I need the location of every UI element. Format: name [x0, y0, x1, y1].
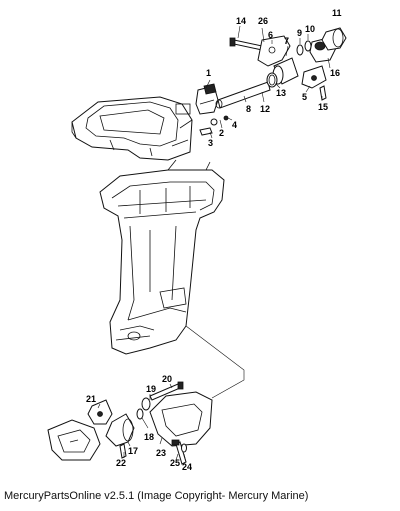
callout-17: 17 — [128, 446, 138, 456]
callout-21: 21 — [86, 394, 96, 404]
part-1-guide — [195, 83, 219, 115]
driveshaft-housing — [99, 159, 225, 355]
callout-13: 13 — [276, 88, 286, 98]
callout-15: 15 — [318, 102, 328, 112]
callout-18: 18 — [144, 432, 154, 442]
lower-bracket-assembly — [47, 381, 213, 465]
callout-26: 26 — [258, 16, 268, 26]
callout-22: 22 — [116, 458, 126, 468]
callout-20: 20 — [162, 374, 172, 384]
callout-5: 5 — [302, 92, 307, 102]
callout-12: 12 — [260, 104, 270, 114]
callout-3: 3 — [208, 138, 213, 148]
callout-10: 10 — [305, 24, 315, 34]
image-caption: MercuryPartsOnline v2.5.1 (Image Copyrig… — [4, 490, 309, 502]
callout-1: 1 — [206, 68, 211, 78]
callout-labels: 1 2 3 4 5 6 7 8 9 10 11 12 13 14 15 16 1… — [86, 8, 342, 472]
callout-2: 2 — [219, 128, 224, 138]
part-8-shaft — [215, 81, 271, 109]
upper-right-assembly — [229, 27, 347, 101]
callout-4: 4 — [232, 120, 237, 130]
callout-6: 6 — [268, 30, 273, 40]
callout-11: 11 — [332, 8, 342, 18]
callout-7: 7 — [284, 36, 289, 46]
callout-19: 19 — [146, 384, 156, 394]
callout-8: 8 — [246, 104, 251, 114]
callout-23: 23 — [156, 448, 166, 458]
callout-24: 24 — [182, 462, 192, 472]
callout-14: 14 — [236, 16, 246, 26]
callout-16: 16 — [330, 68, 340, 78]
callout-9: 9 — [297, 28, 302, 38]
leader-lines — [97, 25, 331, 463]
callout-25: 25 — [170, 458, 180, 468]
swivel-bracket-plate — [71, 96, 193, 161]
